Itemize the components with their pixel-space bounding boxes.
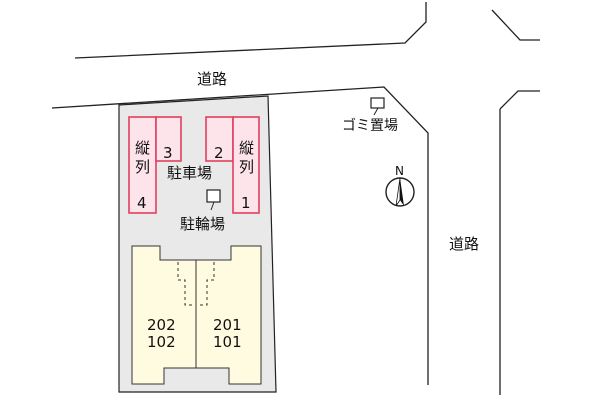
parking-label: 駐車場: [167, 164, 212, 182]
road-edge-top: [74, 2, 427, 59]
parallel-label-1: 縦: [135, 139, 150, 157]
space-number-1: 1: [241, 194, 251, 212]
compass-needle-dark: [400, 178, 404, 206]
north-label: N: [395, 164, 404, 178]
space-number-3: 3: [163, 144, 173, 162]
compass-needle-light: [395, 177, 401, 207]
garbage-area-marker: [370, 97, 385, 109]
parking-space-3: [155, 116, 182, 162]
space-number-4: 4: [137, 194, 147, 212]
road-edge-right: [499, 90, 540, 395]
parallel-label-3: 縦: [239, 139, 254, 157]
unit-number-201: 201: [213, 316, 242, 334]
space-number-2: 2: [214, 144, 224, 162]
unit-number-102: 102: [147, 333, 176, 351]
road-edge-right-top: [491, 9, 540, 41]
parking-area: [128, 116, 260, 214]
parallel-label-2: 列: [135, 158, 150, 176]
parking-space-2: [205, 116, 234, 162]
parallel-label-4: 列: [239, 158, 254, 176]
parking-space-4-parallel: [128, 116, 157, 214]
north-arrow: N: [385, 164, 415, 207]
road-edge-middle: [51, 86, 429, 385]
building-unit-right: [195, 245, 262, 385]
building: [131, 245, 262, 385]
road-label-top: 道路: [197, 70, 227, 88]
unit-number-101: 101: [213, 333, 242, 351]
stair-outline-right: [198, 262, 215, 306]
garbage-area-pointer: [373, 107, 379, 116]
bike-parking-pointer: [210, 201, 215, 211]
roads: [51, 2, 540, 395]
road-label-right: 道路: [449, 235, 479, 253]
building-unit-left: [131, 245, 197, 385]
unit-number-202: 202: [147, 316, 176, 334]
bike-parking-marker: [206, 189, 221, 203]
garbage-area-label: ゴミ置場: [342, 117, 398, 134]
stair-outline-left: [177, 262, 194, 306]
parking-space-1-parallel: [232, 116, 260, 214]
bike-parking-label: 駐輪場: [180, 215, 225, 233]
